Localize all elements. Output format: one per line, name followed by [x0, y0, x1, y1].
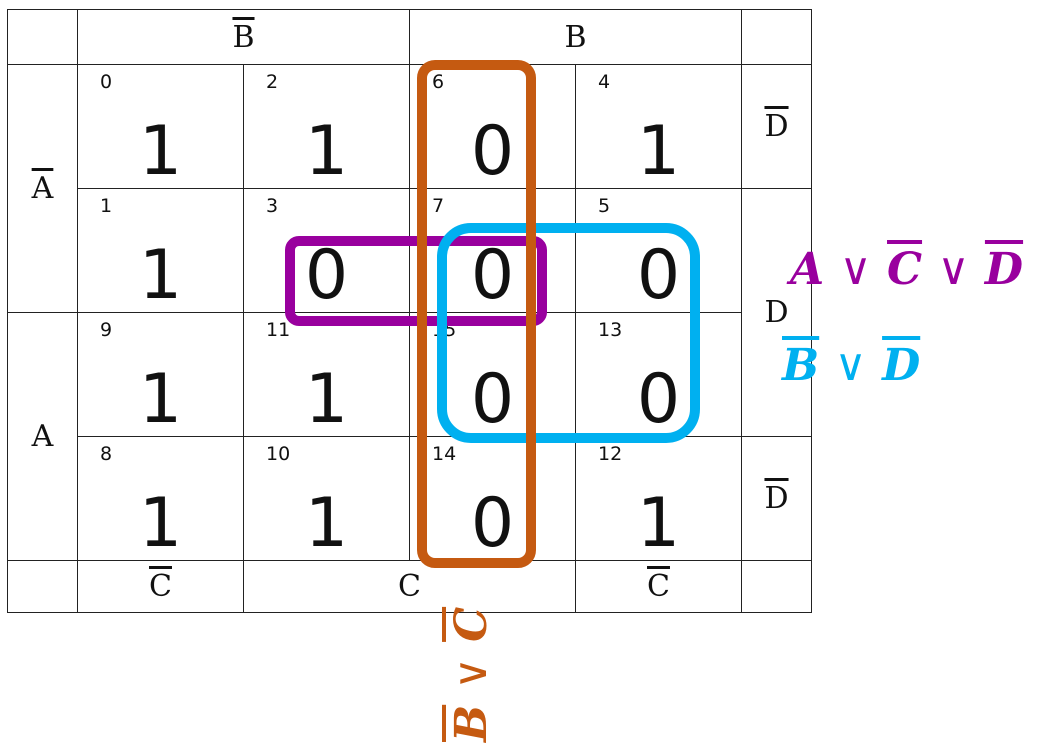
- group-blue-expression: B ∨ D: [782, 340, 921, 391]
- header-right-d: D: [741, 188, 812, 437]
- corner-top-right: [741, 9, 812, 65]
- header-right-d-bar-2: D: [741, 436, 812, 561]
- header-top-b: B: [409, 9, 742, 65]
- corner-top-left: [7, 9, 78, 65]
- header-bottom-c: C: [243, 560, 576, 613]
- header-left-a: A: [7, 312, 78, 561]
- group-purple-expression: A ∨ C ∨ D: [790, 244, 1024, 295]
- header-left-a-bar: A: [7, 64, 78, 313]
- header-bottom-c-bar-1: C: [77, 560, 244, 613]
- corner-bottom-left: [7, 560, 78, 613]
- group-orange-expression: B ∨ C: [446, 606, 497, 742]
- corner-bottom-right: [741, 560, 812, 613]
- header-right-d-bar-1: D: [741, 64, 812, 189]
- header-bottom-c-bar-2: C: [575, 560, 742, 613]
- header-top-b-bar: B: [77, 9, 410, 65]
